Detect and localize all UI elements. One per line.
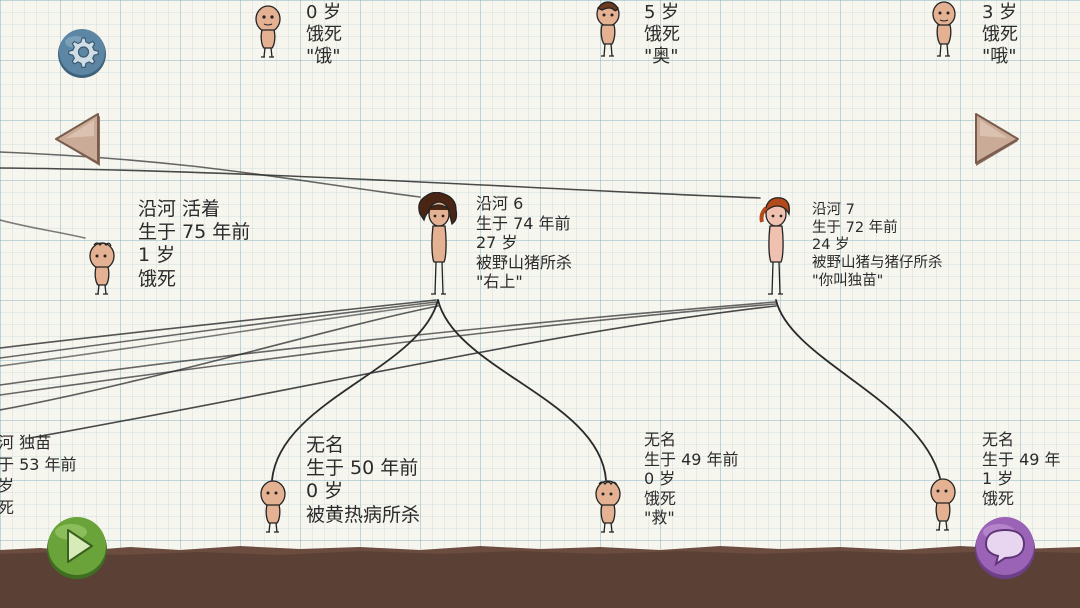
baby-figure — [930, 478, 956, 531]
speech-bubble-icon — [975, 517, 1035, 579]
settings-button[interactable] — [56, 27, 108, 79]
adult-figure-curly-hair — [418, 192, 458, 295]
previous-page-button[interactable] — [52, 112, 104, 170]
caption-top-a: 0 岁饿死"饿" — [306, 2, 342, 67]
left-arrow-icon — [55, 113, 100, 166]
adult-figure-ponytail — [759, 197, 790, 295]
next-page-button[interactable] — [972, 112, 1024, 170]
baby-figure — [260, 480, 286, 533]
right-arrow-icon — [975, 113, 1019, 166]
play-button[interactable] — [44, 514, 110, 580]
baby-figure — [89, 242, 115, 295]
chat-button[interactable] — [972, 514, 1038, 580]
baby-figure — [255, 5, 281, 58]
caption-top-c: 3 岁饿死"哦" — [982, 2, 1018, 67]
dirt-ground — [0, 546, 1080, 608]
baby-figure — [595, 480, 621, 533]
gear-icon — [58, 29, 106, 78]
caption-top-b: 5 岁饿死"奥" — [644, 2, 680, 67]
play-icon — [47, 517, 107, 579]
child-figure — [596, 1, 620, 57]
caption-far-left: 河 独苗于 53 年前岁死 — [0, 433, 77, 517]
child-figure — [932, 1, 956, 57]
